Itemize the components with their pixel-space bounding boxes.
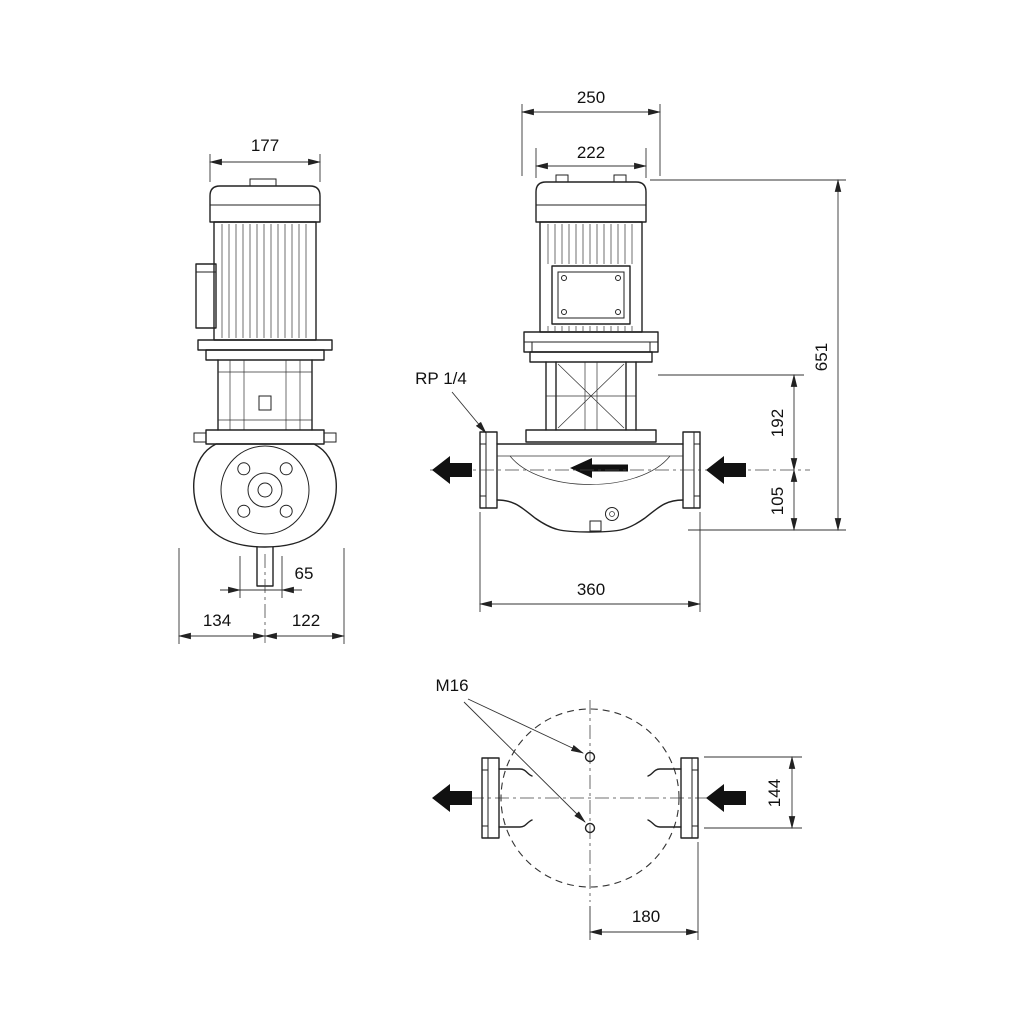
dim-177: 177 (208, 136, 322, 182)
dim-122-label: 122 (292, 611, 320, 630)
dim-105-label: 105 (768, 487, 787, 515)
dim-180: 180 (588, 842, 700, 940)
flow-arrow-left (432, 784, 472, 812)
plan-left-flange (481, 757, 500, 839)
bolt-hole-top (584, 751, 596, 763)
dim-105: 105 (768, 468, 798, 532)
terminal-box-side (195, 263, 217, 329)
bolt-hole-bottom (584, 822, 596, 834)
dim-192-label: 192 (768, 409, 787, 437)
dim-180-label: 180 (632, 907, 660, 926)
plan-right-flange (680, 757, 699, 839)
m16-label-text: M16 (435, 676, 468, 695)
plan-view: M16 144 180 (432, 676, 802, 940)
side-motor (195, 178, 321, 341)
dim-65: 65 (220, 556, 313, 598)
dim-360-label: 360 (577, 580, 605, 599)
side-volute (193, 443, 337, 587)
drain-plug (605, 507, 619, 521)
flow-arrow-right (706, 784, 746, 812)
side-lantern (193, 359, 337, 445)
dim-65-label: 65 (295, 564, 314, 583)
dim-177-label: 177 (251, 136, 279, 155)
cooling-fins (221, 224, 307, 338)
dim-222-label: 222 (577, 143, 605, 162)
terminal-box-front (551, 265, 631, 325)
dim-360: 360 (478, 512, 702, 612)
flow-arrow-right (706, 456, 746, 484)
front-motor (523, 174, 659, 353)
flange-face (220, 445, 310, 535)
internal-flow-arrow (570, 458, 628, 478)
side-view: 177 65 134 122 (177, 136, 346, 644)
dim-651: 651 (650, 178, 846, 532)
flow-arrow-left (432, 456, 472, 484)
front-view: RP 1/4 250 222 651 192 105 (415, 88, 846, 612)
dim-250: 250 (520, 88, 662, 176)
dim-651-label: 651 (812, 343, 831, 371)
plan-pump (481, 751, 699, 839)
rp-label: RP 1/4 (415, 369, 487, 434)
front-pump (479, 431, 701, 533)
side-motor-flange (197, 339, 333, 361)
dim-134-122: 134 122 (177, 548, 346, 644)
dim-250-label: 250 (577, 88, 605, 107)
front-lantern (525, 351, 657, 443)
cooling-fins (547, 224, 633, 264)
rp-label-text: RP 1/4 (415, 369, 467, 388)
dim-222: 222 (534, 143, 648, 178)
dim-192: 192 (658, 373, 804, 472)
drain-port (258, 395, 272, 411)
dim-144: 144 (704, 755, 802, 830)
dim-144-label: 144 (765, 779, 784, 807)
m16-label: M16 (435, 676, 586, 823)
dim-134-label: 134 (203, 611, 231, 630)
